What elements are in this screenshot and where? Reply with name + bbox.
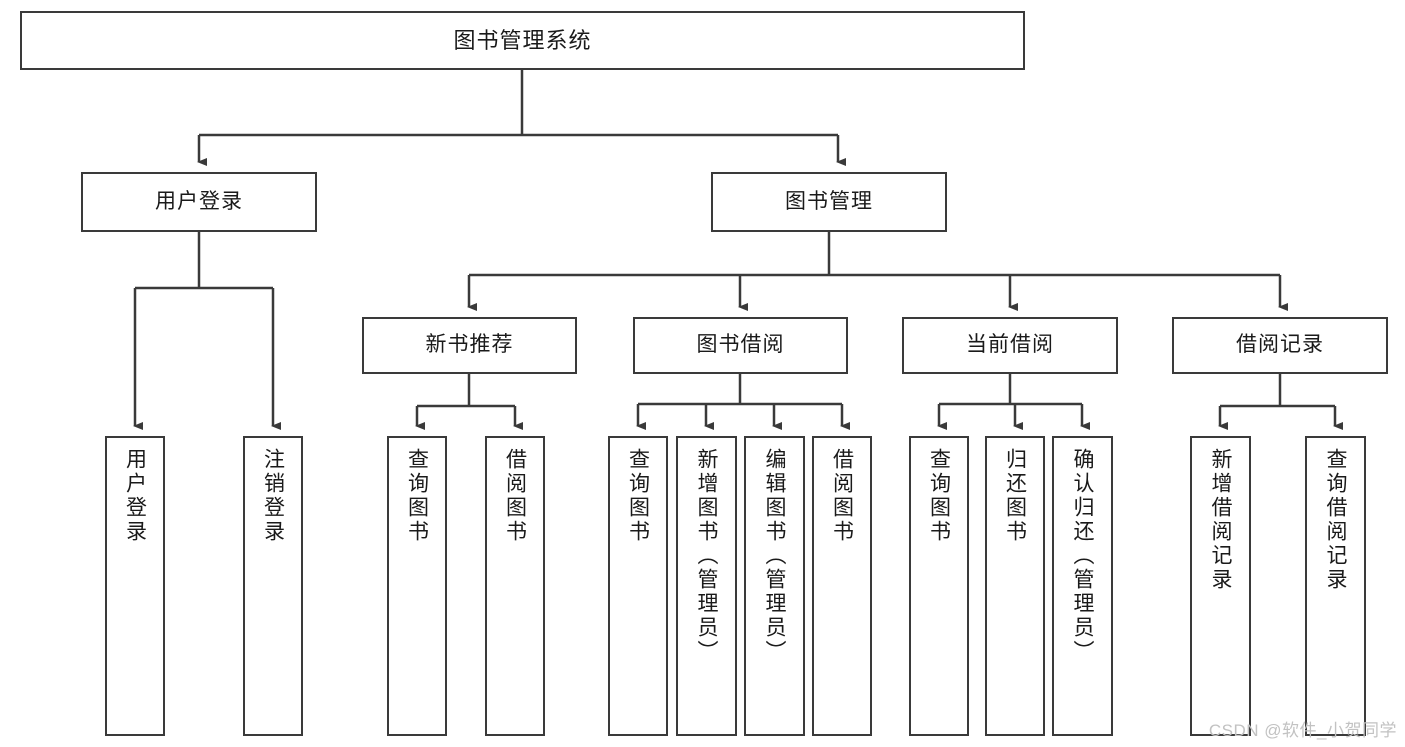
node-leaf-borrow-book-1[interactable]: 借阅图书 [485,436,545,736]
node-borrow-record[interactable]: 借阅记录 [1172,317,1388,374]
node-leaf-return-book-label: 归还图书 [1003,448,1027,544]
node-user-login-label: 用户登录 [155,189,243,213]
node-root[interactable]: 图书管理系统 [20,11,1025,70]
node-leaf-query-record[interactable]: 查询借阅记录 [1305,436,1366,736]
node-leaf-logout[interactable]: 注销登录 [243,436,303,736]
node-user-login[interactable]: 用户登录 [81,172,317,232]
node-current-borrow-label: 当前借阅 [966,333,1054,357]
node-book-borrow[interactable]: 图书借阅 [633,317,848,374]
node-leaf-edit-book[interactable]: 编辑图书（管理员） [744,436,805,736]
node-leaf-confirm-return[interactable]: 确认归还（管理员） [1052,436,1113,736]
node-leaf-borrow-book-2[interactable]: 借阅图书 [812,436,872,736]
node-leaf-query-record-label: 查询借阅记录 [1324,448,1347,592]
node-leaf-confirm-return-label: 确认归还（管理员） [1071,448,1094,664]
node-leaf-logout-label: 注销登录 [261,448,285,544]
watermark: CSDN @软件_小贺同学 [1208,721,1397,740]
node-leaf-query-book-3[interactable]: 查询图书 [909,436,969,736]
node-leaf-edit-book-label: 编辑图书（管理员） [763,448,786,664]
node-leaf-add-record[interactable]: 新增借阅记录 [1190,436,1251,736]
node-leaf-add-book-label: 新增图书（管理员） [695,448,718,664]
node-root-label: 图书管理系统 [453,27,592,53]
node-leaf-query-book-1[interactable]: 查询图书 [387,436,447,736]
node-leaf-query-book-2[interactable]: 查询图书 [608,436,668,736]
node-leaf-borrow-book-2-label: 借阅图书 [830,448,854,544]
node-book-manage-label: 图书管理 [785,189,873,213]
node-new-book-rec[interactable]: 新书推荐 [362,317,577,374]
node-leaf-add-record-label: 新增借阅记录 [1209,448,1232,592]
node-leaf-borrow-book-1-label: 借阅图书 [503,448,527,544]
node-leaf-user-login[interactable]: 用户登录 [105,436,165,736]
node-leaf-add-book[interactable]: 新增图书（管理员） [676,436,737,736]
node-book-borrow-label: 图书借阅 [696,333,785,357]
node-leaf-user-login-label: 用户登录 [123,448,147,544]
node-leaf-query-book-2-label: 查询图书 [626,448,650,544]
node-book-manage[interactable]: 图书管理 [711,172,947,232]
node-leaf-query-book-3-label: 查询图书 [927,448,951,544]
node-new-book-rec-label: 新书推荐 [425,333,514,357]
node-leaf-query-book-1-label: 查询图书 [405,448,429,544]
node-leaf-return-book[interactable]: 归还图书 [985,436,1045,736]
node-current-borrow[interactable]: 当前借阅 [902,317,1118,374]
node-borrow-record-label: 借阅记录 [1236,333,1324,357]
